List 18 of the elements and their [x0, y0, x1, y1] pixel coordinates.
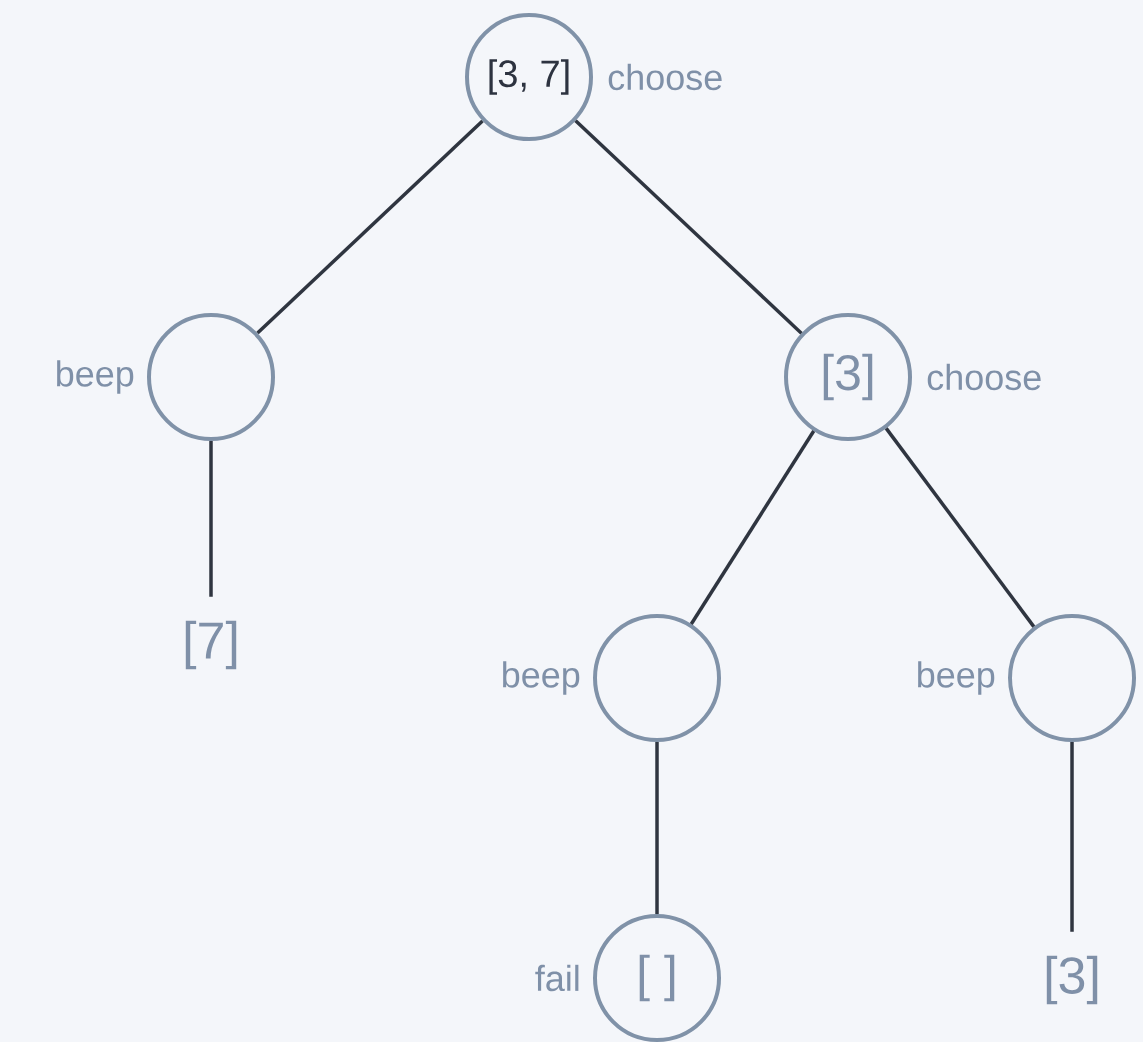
- connector-line: [256, 119, 484, 335]
- bracket-text: [3]: [1046, 955, 1098, 1005]
- node-caption: choose: [608, 63, 722, 91]
- circle-node: [ ]: [593, 914, 721, 1042]
- circle-node: [3]: [784, 313, 912, 441]
- circle-node: [3, 7]: [465, 13, 593, 141]
- connector-line: [884, 427, 1036, 628]
- bracket-text: [7]: [185, 620, 237, 670]
- connector-line: [689, 430, 816, 625]
- node-caption: fail: [535, 964, 579, 992]
- connector-line: [1070, 742, 1074, 932]
- connector-line: [574, 119, 803, 335]
- node-caption: beep: [503, 661, 580, 695]
- connector-line: [209, 441, 213, 597]
- node-caption: choose: [927, 363, 1041, 391]
- node-caption: beep: [57, 360, 134, 394]
- connector-line: [655, 742, 659, 914]
- node-caption: beep: [918, 661, 995, 695]
